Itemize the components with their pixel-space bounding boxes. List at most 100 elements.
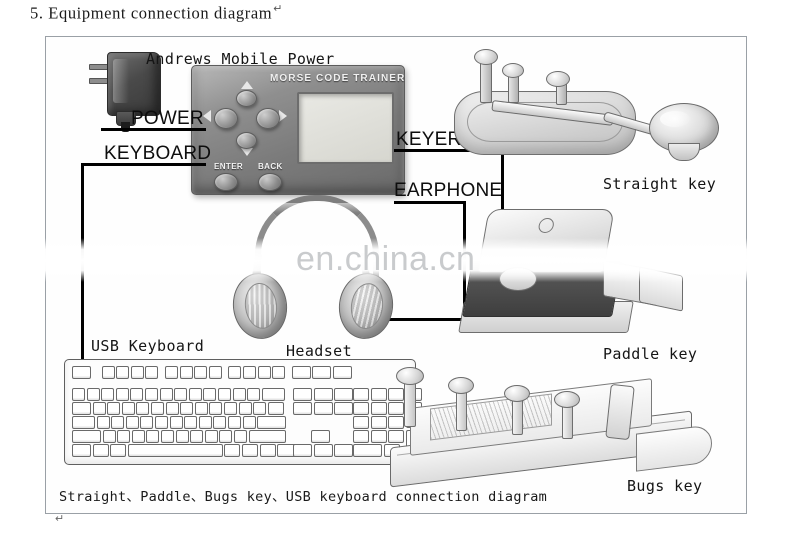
dpad-up-button[interactable] bbox=[236, 90, 257, 107]
key-f2 bbox=[116, 366, 130, 379]
key-semicolon bbox=[227, 416, 241, 429]
paddle-key-roller bbox=[499, 267, 537, 291]
key-4 bbox=[130, 388, 144, 401]
key-6 bbox=[159, 388, 173, 401]
key-d bbox=[125, 416, 139, 429]
key-alt-left bbox=[110, 444, 127, 457]
key-2 bbox=[101, 388, 115, 401]
key-9 bbox=[203, 388, 217, 401]
key-arrow-right bbox=[334, 444, 354, 457]
key-shift-left bbox=[72, 430, 101, 443]
label-straight-key: Straight key bbox=[603, 175, 717, 193]
bugs-key-knob-2 bbox=[448, 377, 474, 394]
key-numpad-0 bbox=[353, 444, 382, 457]
keyboard-space-row bbox=[72, 444, 298, 457]
key-pause bbox=[332, 366, 352, 379]
straight-key-nut-knob bbox=[546, 71, 570, 87]
bugs-key-tail-plate bbox=[636, 424, 712, 472]
key-numpad-6 bbox=[388, 416, 405, 429]
morse-code-trainer-device: MORSE CODE TRAINER ENTER BA bbox=[191, 65, 405, 195]
wire-keyboard-horizontal bbox=[81, 163, 206, 166]
straight-key-screw-knob bbox=[502, 63, 524, 78]
key-z bbox=[102, 430, 116, 443]
key-h bbox=[169, 416, 183, 429]
keyboard-arrow-up-row bbox=[311, 430, 332, 443]
key-bracket-left bbox=[238, 402, 252, 415]
key-f7 bbox=[194, 366, 208, 379]
key-o bbox=[209, 402, 223, 415]
key-f9 bbox=[228, 366, 242, 379]
key-g bbox=[154, 416, 168, 429]
arrow-down-icon bbox=[241, 148, 253, 156]
label-power: POWER bbox=[131, 108, 204, 129]
key-page-up bbox=[334, 388, 354, 401]
headset-headband bbox=[255, 195, 379, 281]
key-home bbox=[313, 388, 333, 401]
adapter-plug bbox=[121, 122, 130, 132]
key-equals bbox=[247, 388, 261, 401]
key-numpad-9 bbox=[388, 402, 405, 415]
dpad-right-button[interactable] bbox=[256, 108, 280, 129]
key-f8 bbox=[208, 366, 222, 379]
trainer-enter-key[interactable]: ENTER bbox=[214, 162, 243, 191]
bugs-key-image bbox=[386, 367, 736, 488]
back-button-cap[interactable] bbox=[258, 173, 282, 191]
figure-canvas: Andrews Mobile Power MORSE CODE TRAINER … bbox=[46, 37, 746, 513]
wire-earphone-top bbox=[394, 201, 466, 204]
key-c bbox=[131, 430, 145, 443]
keyboard-bottom-letter-row bbox=[72, 430, 287, 443]
key-f6 bbox=[179, 366, 193, 379]
key-arrow-up bbox=[311, 430, 330, 443]
straight-key-knob-skirt bbox=[668, 143, 700, 161]
paddle-key-top-cover bbox=[477, 209, 615, 273]
trainer-back-key[interactable]: BACK bbox=[258, 162, 283, 191]
key-f11 bbox=[257, 366, 271, 379]
arrow-up-icon bbox=[241, 81, 253, 89]
key-t bbox=[150, 402, 164, 415]
key-num-lock bbox=[353, 388, 369, 401]
label-andrews-mobile-power: Andrews Mobile Power bbox=[146, 50, 335, 68]
key-8 bbox=[188, 388, 202, 401]
straight-key-adjust-knob bbox=[474, 49, 498, 65]
page-title-text: 5. Equipment connection diagram bbox=[30, 3, 273, 23]
key-caps-lock bbox=[72, 416, 95, 429]
keyboard-qwerty-row bbox=[72, 402, 285, 415]
arrow-right-icon bbox=[279, 110, 287, 122]
key-b bbox=[160, 430, 174, 443]
power-adapter-image bbox=[89, 47, 167, 132]
key-backtick bbox=[72, 388, 85, 401]
wire-earphone-bottom bbox=[376, 318, 466, 321]
bugs-key-knob-1 bbox=[396, 367, 424, 385]
key-backspace bbox=[261, 388, 285, 401]
dpad-left-button[interactable] bbox=[214, 108, 238, 129]
key-j bbox=[184, 416, 198, 429]
label-keyer: KEYER bbox=[396, 129, 462, 150]
key-win-left bbox=[92, 444, 109, 457]
label-earphone: EARPHONE bbox=[394, 180, 503, 201]
key-e bbox=[121, 402, 135, 415]
key-7 bbox=[174, 388, 188, 401]
key-v bbox=[146, 430, 160, 443]
figure-caption: Straight、Paddle、Bugs key、USB keyboard co… bbox=[59, 489, 548, 505]
dpad-down-button[interactable] bbox=[236, 132, 257, 149]
headset-image bbox=[229, 195, 397, 343]
page-title: 5. Equipment connection diagram↵ bbox=[30, 2, 283, 24]
key-u bbox=[180, 402, 194, 415]
keyboard-nav-cluster-row2 bbox=[293, 402, 355, 415]
key-print-screen bbox=[291, 366, 311, 379]
keyboard-arrow-row bbox=[293, 444, 355, 457]
adapter-body bbox=[107, 52, 161, 116]
key-minus bbox=[232, 388, 246, 401]
key-f10 bbox=[242, 366, 256, 379]
trainer-brand-text: MORSE CODE TRAINER bbox=[270, 73, 406, 84]
keyboard-function-row bbox=[72, 366, 354, 379]
key-a bbox=[96, 416, 110, 429]
enter-button-cap[interactable] bbox=[214, 173, 238, 191]
key-1 bbox=[86, 388, 100, 401]
key-menu bbox=[259, 444, 276, 457]
key-backslash bbox=[267, 402, 284, 415]
enter-button-label: ENTER bbox=[214, 162, 244, 171]
key-numpad-1 bbox=[353, 430, 369, 443]
keyboard-nav-cluster-row1 bbox=[293, 388, 355, 401]
